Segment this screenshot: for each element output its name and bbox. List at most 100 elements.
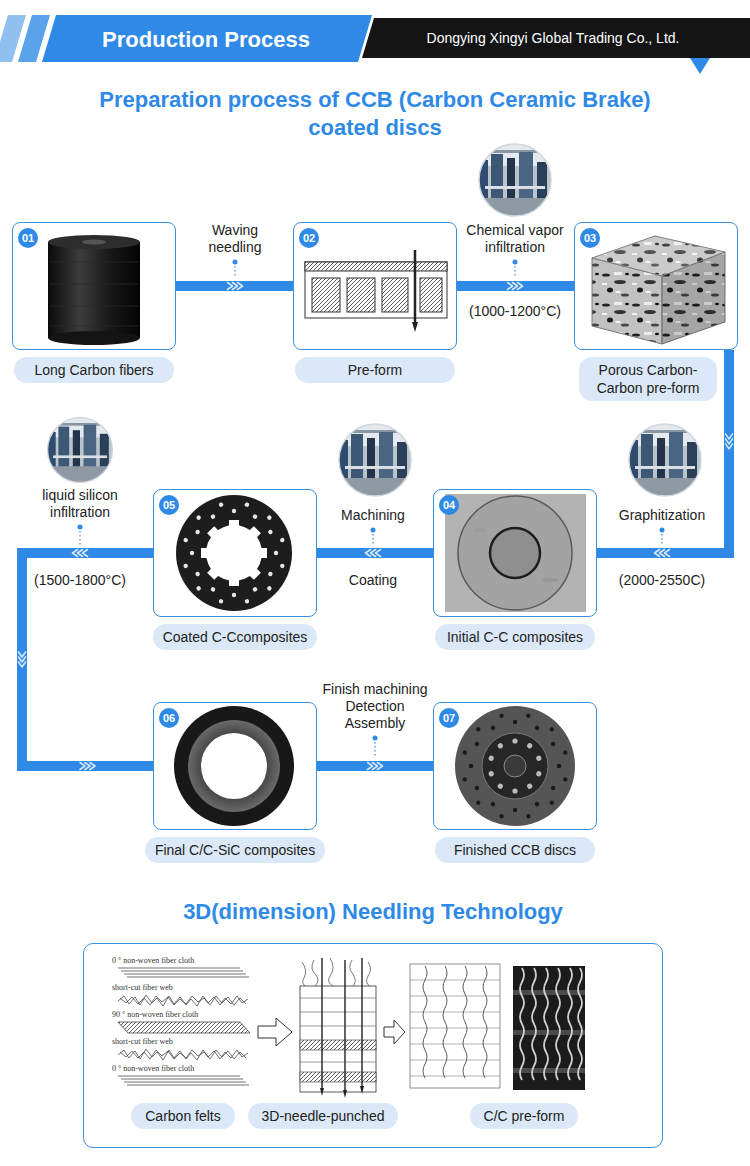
step-caption: Long Carbon fibers (14, 357, 174, 383)
temperature-label: (2000-2550C) (619, 571, 705, 589)
process-step-box: Pre-form02 (293, 222, 457, 350)
direction-chevron (376, 550, 381, 557)
stage-pill: 3D-needle-punched (248, 1103, 399, 1129)
direction-chevron (660, 550, 665, 557)
direction-chevron (228, 283, 233, 290)
flow-connector (176, 260, 293, 290)
direction-chevron (85, 763, 90, 770)
illustration-caption: 0 ° non-woven fiber cloth (112, 956, 194, 966)
label-dot (233, 260, 238, 265)
process-step-box: Coated C-Ccomposites05 (153, 489, 317, 617)
direction-chevron (518, 283, 523, 290)
temperature-label: (1500-1800°C) (34, 571, 126, 589)
stage-pill: C/C pre-form (470, 1103, 579, 1129)
preform-photo (513, 966, 585, 1090)
process-step-box: Finished CCB discs07 (433, 702, 597, 830)
label-leader (234, 266, 235, 278)
label-dot (78, 525, 83, 530)
preform-sketch (305, 250, 447, 332)
direction-chevron (73, 550, 78, 557)
edge-label: liquid silicon infiltration (20, 487, 140, 521)
direction-chevron (726, 444, 733, 449)
label-dot (373, 736, 378, 741)
label-leader (79, 531, 80, 545)
step-number-badge: 01 (18, 228, 38, 248)
preform-grid (410, 964, 500, 1088)
step-number: 04 (439, 495, 459, 515)
direction-chevron (373, 763, 378, 770)
direction-chevron (655, 550, 660, 557)
direction-chevron (508, 283, 513, 290)
step-number: 01 (18, 228, 38, 248)
factory-photo (475, 140, 555, 220)
direction-chevron (513, 283, 518, 290)
step-number: 06 (159, 708, 179, 728)
step-number: 03 (580, 228, 600, 248)
step-number-badge: 05 (159, 495, 179, 515)
step-number-badge: 02 (299, 228, 319, 248)
direction-chevron (366, 550, 371, 557)
porous-cube (592, 236, 725, 344)
step-caption: Pre-form (295, 357, 455, 383)
illustration-caption: short-cut fiber web (112, 1037, 173, 1047)
direction-chevron (80, 763, 85, 770)
step-number-badge: 06 (159, 708, 179, 728)
factory-photo (625, 420, 705, 500)
direction-chevron (78, 550, 83, 557)
pill-text: 3D-needle-punched (262, 1107, 385, 1125)
connector-line (317, 761, 433, 771)
direction-chevron (665, 550, 670, 557)
header-bar (0, 15, 750, 74)
direction-chevron (83, 550, 88, 557)
direction-chevron (371, 550, 376, 557)
step-number-badge: 03 (580, 228, 600, 248)
step-caption: Porous Carbon-Carbon pre-form (579, 357, 717, 401)
carbon-fiber-spool (48, 235, 140, 345)
label-dot (371, 528, 376, 533)
temperature-label: (1000-1200°C) (469, 302, 561, 320)
diagram-title: Preparation process of CCB (Carbon Ceram… (65, 86, 685, 142)
flow-connector (317, 528, 433, 557)
edge-label: Graphitization (607, 507, 717, 524)
connector-line (317, 548, 433, 558)
label-dot (513, 260, 518, 265)
direction-chevron (233, 283, 238, 290)
direction-chevron (19, 652, 26, 657)
process-step-box: Long Carbon fibers01 (12, 222, 176, 350)
step-number: 02 (299, 228, 319, 248)
connector-line (176, 281, 293, 291)
pill-text: Carbon felts (145, 1107, 220, 1125)
direction-chevron (368, 763, 373, 770)
section-heading: 3D(dimension) Needling Technology (84, 898, 662, 926)
label-leader (514, 266, 515, 278)
initial-disc (445, 494, 586, 612)
connector-line (457, 281, 574, 291)
direction-chevron (726, 439, 733, 444)
direction-chevron (378, 763, 383, 770)
step-caption: Coated C-Ccomposites (153, 624, 318, 650)
edge-label: Finish machining Detection Assembly (317, 681, 433, 732)
finished-disc (455, 706, 575, 826)
needle-punch-figure (300, 958, 376, 1098)
flow-connector (317, 736, 433, 770)
label-leader (372, 534, 373, 545)
illustration-caption: short-cut fiber web (112, 983, 173, 993)
coated-disc (176, 495, 292, 611)
edge-label: Machining (318, 507, 428, 524)
stage-pill: Carbon felts (131, 1103, 234, 1129)
step-number-badge: 04 (439, 495, 459, 515)
process-step-box: Initial C-C composites04 (433, 489, 597, 617)
process-label: Coating (349, 571, 397, 589)
direction-chevron (90, 763, 95, 770)
step-number-badge: 07 (439, 708, 459, 728)
step-caption: Finished CCB discs (435, 837, 595, 863)
illustration-caption: 0 ° non-woven fiber cloth (112, 1064, 194, 1074)
factory-photo (44, 414, 116, 486)
direction-chevron (238, 283, 243, 290)
step-number: 05 (159, 495, 179, 515)
process-step-box: Final C/C-SiC composites06 (153, 702, 317, 830)
process-step-box: Porous Carbon-Carbon pre-form03 (574, 222, 738, 350)
edge-label: Chemical vapor infiltration (456, 222, 574, 256)
step-caption: Final C/C-SiC composites (145, 837, 325, 863)
